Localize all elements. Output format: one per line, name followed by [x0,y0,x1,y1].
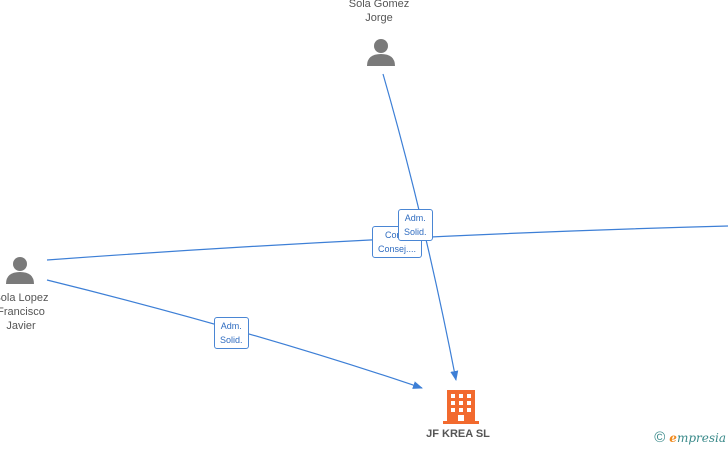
edge-label-left-to-company: Adm. Solid. [214,317,249,349]
edge-label-top-to-company: Adm. Solid. [398,209,433,241]
brand-word: mpresia [676,430,726,445]
building-icon[interactable] [443,390,479,424]
person-icon[interactable] [367,39,395,66]
brand-watermark: © empresia [654,429,726,446]
person-label-left[interactable]: Sola Lopez Francisco Javier [0,292,49,332]
copyright-icon: © [654,429,666,446]
company-label[interactable]: JF KREA SL [426,428,490,440]
person-icon[interactable] [6,257,34,284]
edge-label-left-to-right: Con... Consej.... [372,226,423,258]
brand-letter: e [669,430,677,445]
person-label-top[interactable]: Sola Gomez Jorge [348,0,410,24]
